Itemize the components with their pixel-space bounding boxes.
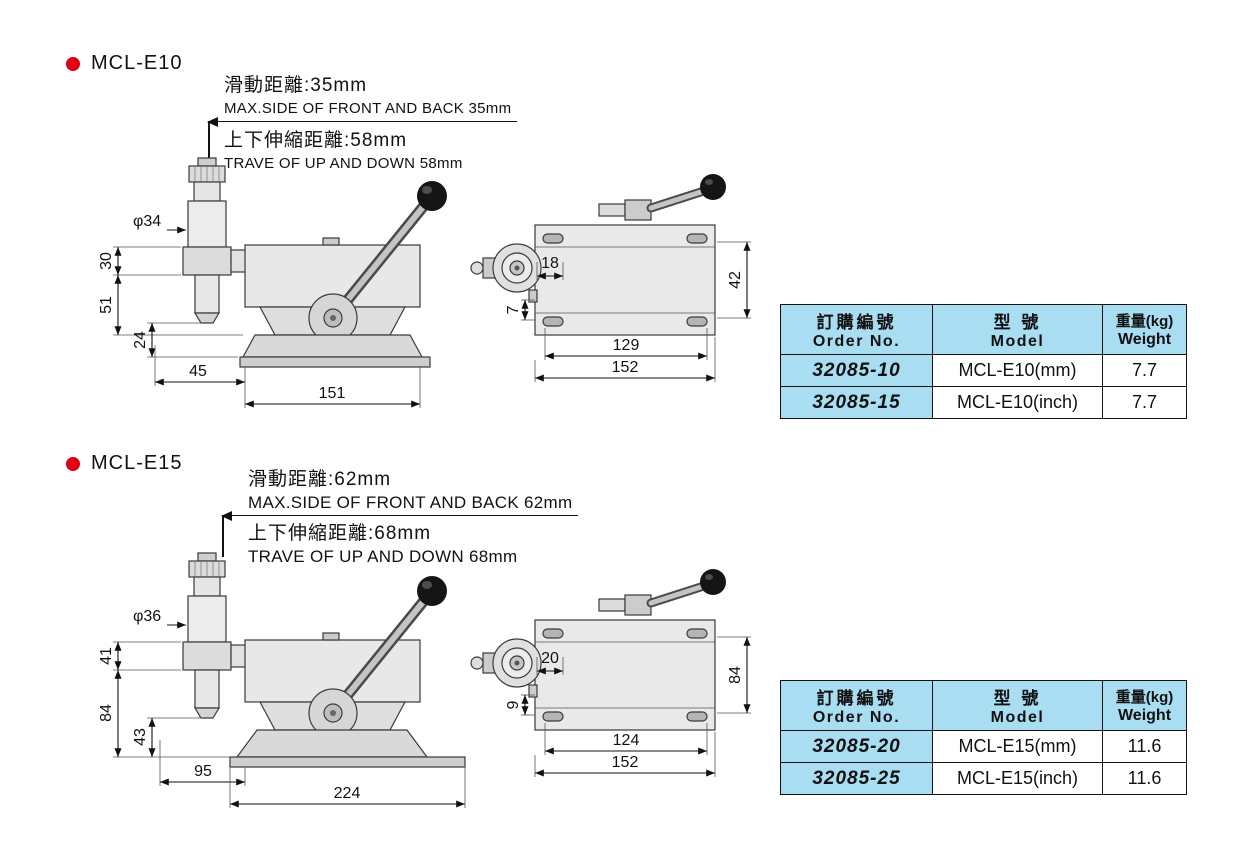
- dim-h1: 45: [189, 363, 207, 380]
- dim-w1: 18: [541, 255, 559, 272]
- spec-table-e10: 訂購編號 Order No. 型 號 Model 重量(kg) Weight 3…: [780, 304, 1187, 419]
- product-heading-e10: MCL-E10: [66, 52, 182, 75]
- left-arrow-icon: [207, 117, 218, 127]
- header-model: 型 號 Model: [932, 304, 1103, 355]
- table-row: 32085-25 MCL-E15(inch) 11.6: [780, 762, 1187, 795]
- slide-distance-en: MAX.SIDE OF FRONT AND BACK 35mm: [207, 99, 518, 127]
- table-row: 32085-20 MCL-E15(mm) 11.6: [780, 730, 1187, 763]
- header-weight-en: Weight: [1117, 331, 1172, 348]
- product-name-e15: MCL-E15: [91, 452, 183, 474]
- drawing-mcl-e10: φ34 30 51 24 45 151: [98, 157, 751, 408]
- lever-ball: [417, 181, 447, 211]
- dim-v3: 43: [132, 728, 149, 746]
- left-arrow-icon: [221, 511, 232, 521]
- travel-distance-en: TRAVE OF UP AND DOWN 68mm: [248, 547, 518, 566]
- product-heading-e15: MCL-E15: [66, 452, 182, 475]
- weight-cell: 7.7: [1102, 354, 1187, 387]
- side-dimensions-e10: φ34 30 51 24 45 151: [98, 213, 421, 408]
- dim-v3: 24: [132, 331, 149, 349]
- header-order-no: 訂購編號 Order No.: [780, 304, 933, 355]
- slide-distance-en-text: MAX.SIDE OF FRONT AND BACK 35mm: [224, 100, 512, 117]
- header-order-no-cn: 訂購編號: [816, 313, 897, 332]
- product-name-e10: MCL-E10: [91, 52, 183, 74]
- order-no-cell: 32085-20: [780, 730, 933, 763]
- dim-h2: 224: [334, 785, 361, 802]
- dimension-notes-e15: 滑動距離:62mm MAX.SIDE OF FRONT AND BACK 62m…: [221, 468, 579, 566]
- order-no-cell: 32085-25: [780, 762, 933, 795]
- travel-distance-cn: 上下伸縮距離:68mm: [248, 523, 432, 544]
- travel-distance-en: TRAVE OF UP AND DOWN 58mm: [224, 155, 463, 172]
- leader-line-e15: [222, 515, 224, 557]
- header-model-cn: 型 號: [993, 689, 1042, 708]
- order-no-cell: 32085-10: [780, 354, 933, 387]
- dim-w2: 9: [505, 700, 522, 709]
- dim-v1: 41: [98, 647, 115, 665]
- header-model-en: Model: [990, 709, 1045, 726]
- dim-h2: 151: [319, 385, 346, 402]
- header-order-no-cn: 訂購編號: [816, 689, 897, 708]
- table-row: 32085-15 MCL-E10(inch) 7.7: [780, 386, 1187, 419]
- slide-distance-cn: 滑動距離:62mm: [248, 469, 392, 490]
- header-model-en: Model: [990, 333, 1045, 350]
- header-weight: 重量(kg) Weight: [1102, 304, 1187, 355]
- lever-ball: [417, 576, 447, 606]
- model-cell: MCL-E15(mm): [932, 730, 1103, 763]
- slide-distance-cn: 滑動距離:35mm: [224, 75, 368, 96]
- travel-distance-cn: 上下伸縮距離:58mm: [224, 130, 408, 151]
- side-view-e15: [182, 552, 466, 768]
- slide-distance-en: MAX.SIDE OF FRONT AND BACK 62mm: [221, 493, 579, 521]
- table-row: 32085-10 MCL-E10(mm) 7.7: [780, 354, 1187, 387]
- header-model-cn: 型 號: [993, 313, 1042, 332]
- dim-w4: 152: [612, 754, 639, 771]
- model-cell: MCL-E15(inch): [932, 762, 1103, 795]
- order-no-cell: 32085-15: [780, 386, 933, 419]
- header-weight: 重量(kg) Weight: [1102, 680, 1187, 731]
- leader-line-e10: [208, 121, 210, 159]
- dimension-notes-e10: 滑動距離:35mm MAX.SIDE OF FRONT AND BACK 35m…: [207, 74, 518, 173]
- red-bullet-icon: [66, 456, 80, 471]
- table-header-row: 訂購編號 Order No. 型 號 Model 重量(kg) Weight: [780, 304, 1187, 355]
- dim-diameter: φ36: [133, 608, 161, 625]
- weight-cell: 11.6: [1102, 730, 1187, 763]
- header-weight-en: Weight: [1117, 707, 1172, 724]
- dim-w2: 7: [505, 305, 522, 314]
- drawing-mcl-e15: φ36 41 84 43 95 224: [98, 552, 751, 808]
- header-weight-cn: 重量(kg): [1115, 689, 1174, 706]
- top-dimensions-e10: 18 7 129 152 42: [505, 241, 751, 382]
- top-dimensions-e15: 20 9 124 152 84: [505, 636, 751, 777]
- dim-v1: 30: [98, 252, 115, 270]
- dim-diameter: φ34: [133, 213, 161, 230]
- dim-w3: 129: [613, 337, 640, 354]
- dim-h1: 95: [194, 763, 212, 780]
- spec-table-e15: 訂購編號 Order No. 型 號 Model 重量(kg) Weight 3…: [780, 680, 1187, 795]
- model-cell: MCL-E10(inch): [932, 386, 1103, 419]
- dim-w4: 152: [612, 359, 639, 376]
- top-view-e15: [470, 569, 726, 731]
- header-order-no: 訂購編號 Order No.: [780, 680, 933, 731]
- side-dimensions-e15: φ36 41 84 43 95 224: [98, 608, 466, 808]
- header-order-no-en: Order No.: [812, 333, 901, 350]
- slide-distance-en-text: MAX.SIDE OF FRONT AND BACK 62mm: [248, 493, 573, 512]
- dim-v2: 51: [98, 296, 115, 314]
- weight-cell: 11.6: [1102, 762, 1187, 795]
- top-view-e10: [470, 174, 726, 336]
- lever-ball-top: [700, 569, 726, 595]
- table-header-row: 訂購編號 Order No. 型 號 Model 重量(kg) Weight: [780, 680, 1187, 731]
- side-view-e10: [182, 157, 447, 368]
- dim-h: 42: [727, 271, 744, 289]
- weight-cell: 7.7: [1102, 386, 1187, 419]
- header-model: 型 號 Model: [932, 680, 1103, 731]
- dim-v2: 84: [98, 704, 115, 722]
- header-order-no-en: Order No.: [812, 709, 901, 726]
- dim-w1: 20: [541, 650, 559, 667]
- dim-w3: 124: [613, 732, 640, 749]
- red-bullet-icon: [66, 56, 80, 71]
- lever-ball-top: [700, 174, 726, 200]
- dim-h: 84: [727, 666, 744, 684]
- header-weight-cn: 重量(kg): [1115, 313, 1174, 330]
- model-cell: MCL-E10(mm): [932, 354, 1103, 387]
